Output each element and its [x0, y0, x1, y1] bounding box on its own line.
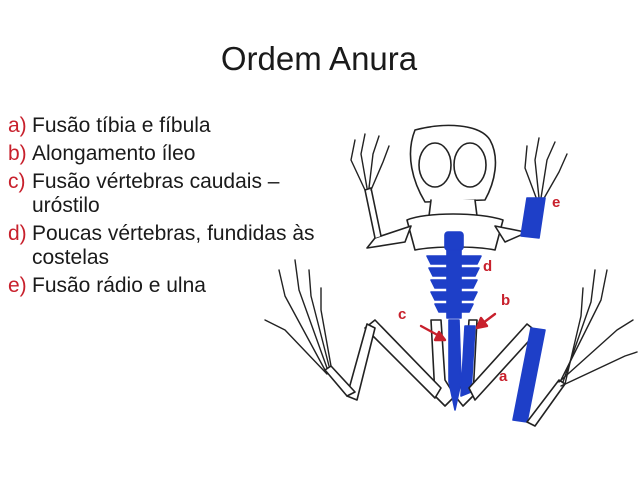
- right-foot: [558, 269, 638, 387]
- feature-text: Alongamento íleo: [32, 142, 196, 165]
- vertebrae-highlight: [426, 231, 482, 319]
- right-orbit: [453, 142, 487, 188]
- feature-key: d): [8, 222, 27, 245]
- label-a: a: [499, 368, 508, 385]
- right-hand: [524, 137, 568, 201]
- feature-text: Poucas vértebras, fundidas às costelas: [32, 222, 315, 269]
- feature-item-c: c) Fusão vértebras caudais – uróstilo: [8, 170, 332, 218]
- label-e: e: [552, 194, 561, 211]
- page-title: Ordem Anura: [220, 40, 418, 77]
- frog-skeleton-figure: e d b c a: [255, 120, 638, 475]
- feature-text: Fusão tíbia e fíbula: [32, 114, 211, 137]
- arrows: [419, 312, 497, 342]
- left-foot: [264, 259, 332, 375]
- arrow-b-head: [475, 316, 489, 330]
- feature-key: e): [8, 274, 27, 297]
- left-femur: [364, 319, 442, 399]
- radio-ulna-highlight: [520, 197, 546, 239]
- urostyle-highlight: [448, 319, 462, 411]
- left-orbit: [418, 142, 452, 188]
- label-c: c: [398, 306, 407, 323]
- feature-item-d: d) Poucas vértebras, fundidas às costela…: [8, 222, 342, 270]
- left-humerus: [366, 225, 412, 249]
- feature-text: Fusão vértebras caudais – uróstilo: [32, 170, 280, 217]
- feature-item-e: e) Fusão rádio e ulna: [8, 274, 338, 298]
- arrow-c-head: [433, 330, 447, 342]
- label-d: d: [483, 258, 493, 275]
- feature-item-b: b) Alongamento íleo: [8, 142, 338, 166]
- left-tibiofibula: [346, 323, 376, 401]
- label-b: b: [501, 292, 511, 309]
- feature-list: a) Fusão tíbia e fíbula b) Alongamento í…: [8, 114, 338, 302]
- feature-text: Fusão rádio e ulna: [32, 274, 206, 297]
- frog-skeleton-svg: [264, 124, 638, 427]
- left-hand: [350, 133, 390, 191]
- feature-key: a): [8, 114, 27, 137]
- feature-key: b): [8, 142, 27, 165]
- feature-item-a: a) Fusão tíbia e fíbula: [8, 114, 338, 138]
- left-forearm: [364, 187, 382, 239]
- feature-key: c): [8, 170, 26, 193]
